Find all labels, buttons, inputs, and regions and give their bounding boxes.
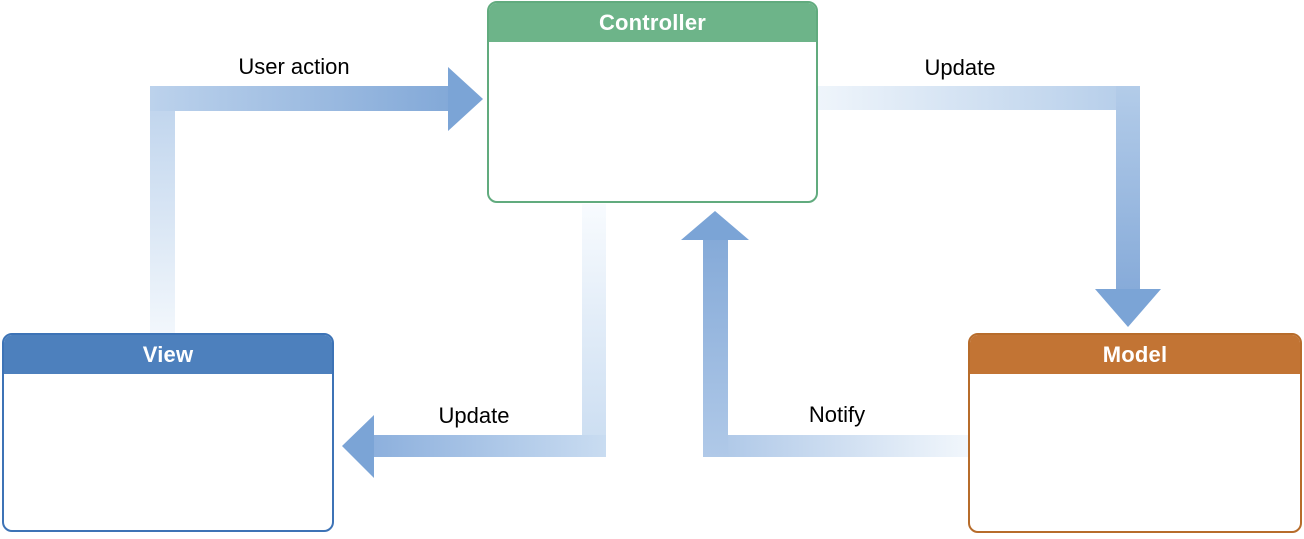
arrowhead-left-icon: [342, 415, 374, 478]
update-model-label: Update: [924, 55, 996, 80]
user-action-label: User action: [238, 54, 350, 79]
model-box-header: Model: [970, 335, 1300, 374]
model-box: Model: [968, 333, 1302, 533]
controller-box: Controller: [487, 1, 818, 203]
notify-label: Notify: [808, 402, 866, 427]
arrow-shaft: [582, 204, 606, 457]
user-action-arrow: [150, 67, 483, 333]
view-box-title: View: [142, 341, 194, 367]
arrow-shaft: [1116, 86, 1140, 289]
update-view-label: Update: [438, 403, 510, 428]
arrow-shaft: [374, 435, 606, 457]
view-box: View: [2, 333, 334, 532]
arrow-shaft: [150, 86, 448, 111]
arrow-shaft: [703, 240, 728, 457]
arrow-shaft: [150, 86, 175, 333]
arrow-shaft: [727, 435, 970, 457]
controller-box-header: Controller: [489, 3, 816, 42]
model-box-title: Model: [1102, 341, 1168, 367]
arrowhead-down-icon: [1095, 289, 1161, 327]
arrowhead-up-icon: [681, 211, 749, 240]
update-view-arrow: [342, 204, 606, 478]
arrow-shaft: [818, 86, 1140, 110]
update-model-arrow: [818, 86, 1161, 327]
arrowhead-right-icon: [448, 67, 483, 131]
notify-arrow: [681, 211, 970, 457]
view-box-header: View: [4, 335, 332, 374]
controller-box-title: Controller: [598, 9, 707, 35]
